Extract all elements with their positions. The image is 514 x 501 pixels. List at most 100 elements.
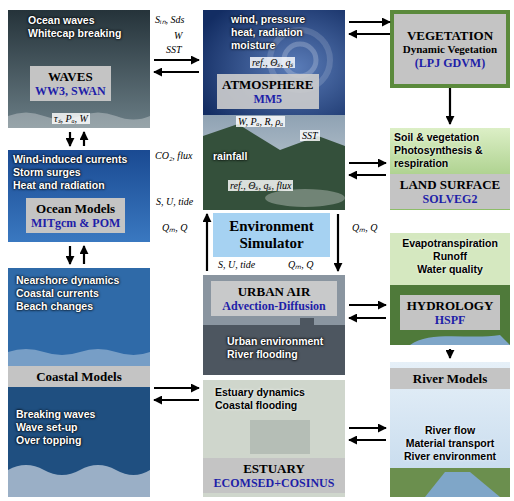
flow-arrow bbox=[449, 349, 451, 358]
hydrology-photo bbox=[390, 233, 510, 345]
hydrology-sky bbox=[390, 233, 510, 285]
caption-group: Soil & vegetationPhotosynthesis & respir… bbox=[394, 131, 510, 170]
model-name: Advection-Diffusion bbox=[216, 299, 332, 313]
symbol-label: S, U, tide bbox=[154, 196, 195, 207]
flow-arrow bbox=[349, 317, 386, 319]
symbol-label: Qₘ, Q bbox=[286, 259, 315, 270]
box-title: LAND SURFACE bbox=[395, 177, 505, 192]
flow-arrow bbox=[206, 214, 208, 271]
flow-arrow bbox=[349, 21, 390, 23]
label-box: WAVESWW3, SWAN bbox=[30, 66, 111, 101]
flow-arrow bbox=[154, 71, 199, 73]
flow-arrow bbox=[349, 33, 390, 35]
caption: Coastal flooding bbox=[215, 399, 305, 412]
caption: Water quality bbox=[390, 263, 510, 276]
city-block bbox=[203, 325, 345, 375]
estuary-city bbox=[250, 420, 310, 454]
box-title: ATMOSPHERE bbox=[222, 77, 314, 92]
flow-arrow bbox=[154, 387, 199, 389]
caption: Estuary dynamics bbox=[215, 386, 305, 399]
symbol-label: Qₘ, Q bbox=[160, 222, 189, 233]
photo-panel: Nearshore dynamicsCoastal currentsBeach … bbox=[8, 268, 150, 497]
caption: Beach changes bbox=[16, 300, 119, 313]
caption: Urban environment bbox=[227, 335, 323, 348]
symbol-label: SST bbox=[164, 44, 184, 55]
caption: Breaking waves bbox=[16, 408, 95, 421]
flow-arrow bbox=[349, 439, 386, 441]
surf-foam bbox=[8, 349, 150, 366]
flow-arrow bbox=[349, 427, 386, 429]
caption: River flooding bbox=[227, 348, 323, 361]
caption-group: EvapotranspirationRunoffWater quality bbox=[390, 237, 510, 276]
caption-group: River flowMaterial transportRiver enviro… bbox=[390, 424, 510, 463]
caption: wind, pressure bbox=[231, 13, 305, 26]
model-name: MITgcm & POM bbox=[31, 216, 120, 230]
box-title: VEGETATION bbox=[407, 28, 493, 43]
caption: Heat and radiation bbox=[13, 179, 127, 192]
caption-group: Ocean wavesWhitecap breaking bbox=[28, 14, 121, 40]
flow-arrow bbox=[83, 246, 85, 264]
flow-arrow bbox=[349, 162, 386, 164]
caption: Whitecap breaking bbox=[28, 27, 121, 40]
caption: Wave set-up bbox=[16, 421, 95, 434]
tower bbox=[300, 318, 314, 328]
breaking-foam bbox=[8, 465, 150, 497]
river-water bbox=[425, 472, 500, 497]
symbol-label: Sᵢₙ, Sds bbox=[153, 14, 186, 25]
breaking-waves-photo bbox=[8, 366, 150, 497]
caption: Photosynthesis & respiration bbox=[394, 144, 510, 170]
urban-photo bbox=[203, 275, 345, 375]
flow-arrow bbox=[154, 399, 199, 401]
caption: Over topping bbox=[16, 434, 95, 447]
caption: Coastal currents bbox=[16, 287, 119, 300]
mist bbox=[265, 189, 345, 207]
symbol-label: W bbox=[172, 30, 184, 41]
caption: Soil & vegetation bbox=[394, 131, 510, 144]
symbol-label: CO₂, flux bbox=[153, 150, 194, 161]
label-box: ESTUARYECOMSED+COSINUS bbox=[203, 458, 345, 493]
caption-group: Urban environmentRiver flooding bbox=[227, 335, 323, 361]
flow-arrow bbox=[349, 174, 386, 176]
box-title: Environment Simulator bbox=[218, 218, 325, 252]
caption: Storm surges bbox=[13, 166, 127, 179]
model-name: (LPJ GDVM) bbox=[415, 56, 485, 70]
caption: rainfall bbox=[213, 150, 247, 163]
flow-arrow bbox=[349, 304, 386, 306]
waves-photo bbox=[8, 10, 150, 128]
model-name: MM5 bbox=[222, 92, 314, 106]
box-title: Ocean Models bbox=[31, 201, 120, 216]
vegetation-photo bbox=[390, 10, 510, 88]
mountain-photo bbox=[203, 115, 345, 210]
caption: Ocean waves bbox=[28, 14, 121, 27]
caption-group: rainfall bbox=[213, 150, 247, 163]
cyclone-photo bbox=[203, 10, 345, 115]
photo-panel: Ocean wavesWhitecap breakingWAVESWW3, SW… bbox=[8, 10, 150, 128]
model-name: ECOMSED+COSINUS bbox=[208, 476, 340, 490]
label-box: Coastal Models bbox=[8, 366, 150, 387]
photo-panel: Estuary dynamicsCoastal floodingESTUARYE… bbox=[203, 380, 345, 497]
whitecap-foam bbox=[8, 113, 150, 129]
photo-panel: EvapotranspirationRunoffWater qualityHYD… bbox=[390, 233, 510, 345]
photo-panel: Soil & vegetationPhotosynthesis & respir… bbox=[390, 128, 510, 210]
flow-arrow bbox=[69, 132, 71, 146]
label-box: URBAN AIRAdvection-Diffusion bbox=[211, 281, 337, 316]
photo-panel: River flowMaterial transportRiver enviro… bbox=[390, 362, 510, 497]
mountain-shape bbox=[203, 124, 345, 210]
caption: Nearshore dynamics bbox=[16, 274, 119, 287]
box-title: URBAN AIR bbox=[216, 284, 332, 299]
label-box: VEGETATIONDynamic Vegetation(LPJ GDVM) bbox=[394, 14, 506, 84]
caption: River environment bbox=[390, 450, 510, 463]
label-box: Ocean ModelsMITgcm & POM bbox=[26, 198, 125, 233]
river-bank bbox=[390, 468, 510, 497]
box-title: HYDROLOGY bbox=[405, 298, 495, 313]
label-box: HYDROLOGYHSPF bbox=[400, 295, 500, 330]
caption-group: Wind-induced currentsStorm surgesHeat an… bbox=[13, 153, 127, 192]
box-title: ESTUARY bbox=[208, 461, 340, 476]
symbol-label: ref., Θₛ, qₛ, flux bbox=[228, 180, 293, 191]
flow-arrow bbox=[154, 59, 199, 61]
photo-panel: Urban environmentRiver flooding URBAN AIR… bbox=[203, 275, 345, 375]
model-name: HSPF bbox=[405, 313, 495, 327]
box-title: Dynamic Vegetation bbox=[403, 43, 497, 56]
stream bbox=[410, 335, 510, 345]
label-box: Environment Simulator bbox=[213, 213, 330, 257]
